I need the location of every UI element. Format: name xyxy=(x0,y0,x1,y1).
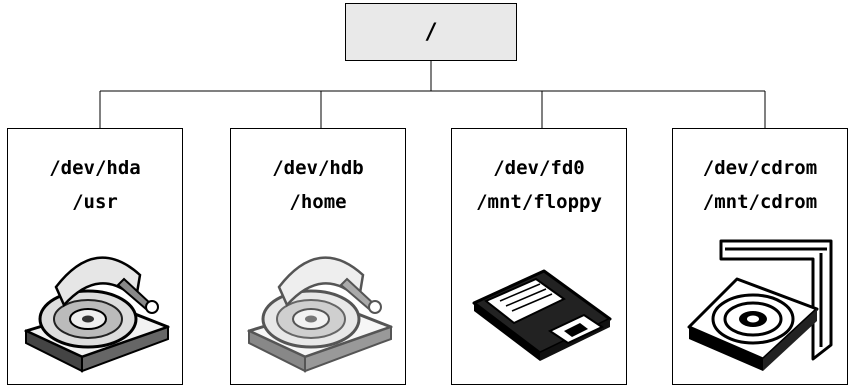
device-path: /dev/hdb xyxy=(231,151,405,185)
device-node-cdrom: /dev/cdrom /mnt/cdrom xyxy=(672,128,848,385)
device-node-hda: /dev/hda /usr xyxy=(7,128,183,385)
cdrom-drive-icon xyxy=(681,235,841,379)
device-node-hdb: /dev/hdb /home xyxy=(230,128,406,385)
root-label: / xyxy=(424,20,437,45)
device-path: /dev/hda xyxy=(8,151,182,185)
device-node-fd0: /dev/fd0 /mnt/floppy xyxy=(451,128,627,385)
floppy-disk-icon xyxy=(460,235,620,379)
mount-point: /home xyxy=(231,185,405,219)
hard-disk-icon xyxy=(239,235,399,379)
mount-point: /usr xyxy=(8,185,182,219)
mount-point: /mnt/cdrom xyxy=(673,185,847,219)
device-path: /dev/fd0 xyxy=(452,151,626,185)
hard-disk-icon xyxy=(16,235,176,379)
root-directory-node: / xyxy=(345,3,517,61)
mount-point: /mnt/floppy xyxy=(452,185,626,219)
device-path: /dev/cdrom xyxy=(673,151,847,185)
